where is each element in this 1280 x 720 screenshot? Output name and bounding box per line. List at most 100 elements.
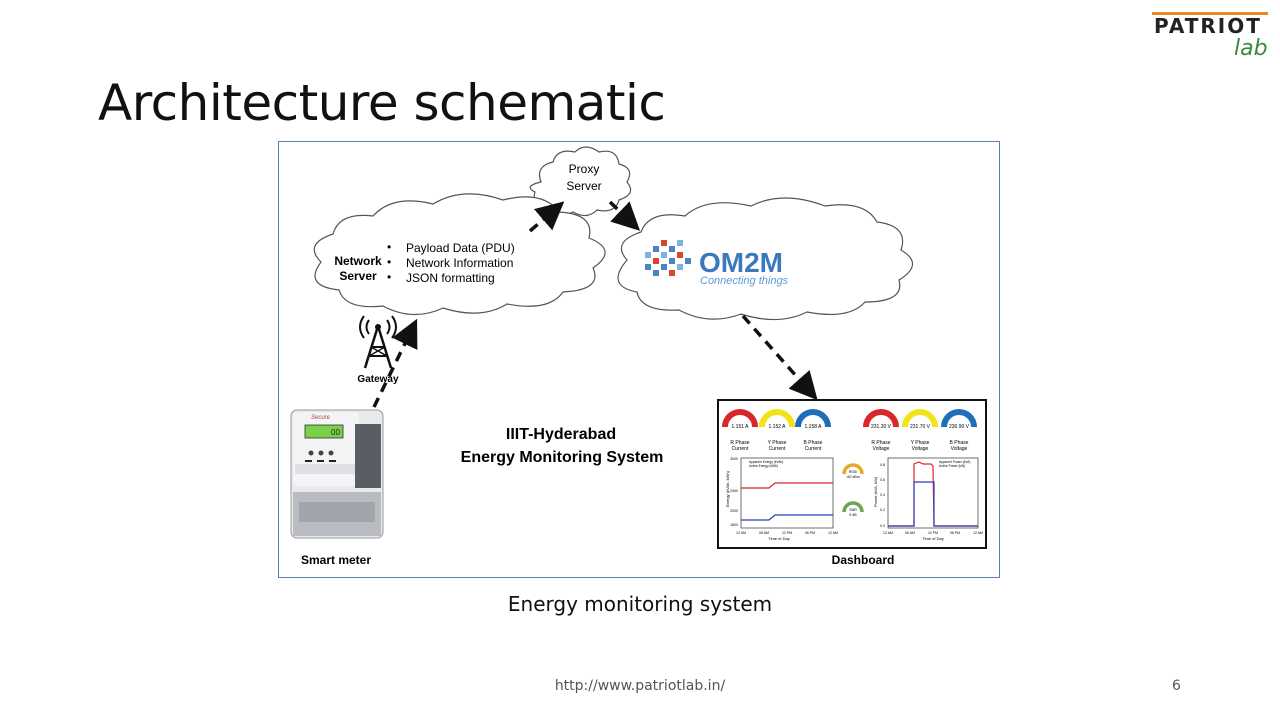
bullet-2: •: [387, 255, 391, 269]
energy-xtick-5: 12 AM: [828, 531, 838, 535]
arrow-proxy-to-om2m: [608, 200, 641, 231]
proxy-label-line1: Proxy: [569, 162, 600, 176]
gauge-label: Current: [805, 446, 822, 452]
page-number: 6: [1172, 678, 1181, 694]
power-xtick-1: 12 AM: [883, 531, 893, 535]
power-chart: Apparent Power (kVA) Active Power (kW) P…: [873, 457, 983, 541]
system-title-line1: IIIT-Hyderabad: [506, 426, 616, 443]
gauge-label: R Phase: [730, 440, 749, 446]
network-server-cloud: Network Server • • • Payload Data (PDU) …: [313, 193, 606, 316]
arrow-network-to-proxy: [528, 201, 565, 233]
gauge-label: Y Phase: [768, 440, 787, 446]
gauge-label: Y Phase: [911, 440, 930, 446]
energy-xtick-2: 06 AM: [759, 531, 769, 535]
energy-xlabel: Time of Day: [768, 536, 789, 541]
power-ylabel: Power (kVA, kW): [873, 476, 878, 507]
arrow-om2m-to-dashboard: [741, 314, 818, 401]
patriot-lab-logo: PATRIOT lab: [1152, 12, 1270, 64]
om2m-tagline: Connecting things: [700, 275, 789, 287]
gauge-value: 1.152 A: [769, 424, 787, 430]
proxy-server-cloud: Proxy Server: [529, 146, 632, 217]
power-xtick-3: 12 PM: [928, 531, 938, 535]
energy-ytick-4: 1800: [730, 523, 738, 527]
meter-lcd: 00: [331, 428, 340, 437]
power-ytick-4: 0.2: [880, 508, 885, 512]
slide-title: Architecture schematic: [98, 74, 666, 132]
power-xtick-5: 12 AM: [973, 531, 983, 535]
logo-accent-bar: [1152, 12, 1268, 15]
power-ytick-3: 0.4: [880, 493, 885, 497]
meter-brand: Secure: [311, 415, 331, 421]
arrow-meter-to-network: [372, 318, 418, 408]
payload-item-1: Payload Data (PDU): [406, 241, 515, 255]
gateway-tower-icon: [359, 315, 397, 369]
network-server-label-line2: Server: [339, 269, 377, 283]
bullet-3: •: [387, 270, 391, 284]
proxy-label-line2: Server: [566, 179, 601, 193]
system-title-line2: Energy Monitoring System: [461, 449, 664, 466]
gauge-arc: [941, 409, 977, 428]
payload-item-2: Network Information: [406, 256, 513, 270]
architecture-diagram: Proxy Server Network Server • • • Payloa…: [290, 146, 987, 567]
network-server-label-line1: Network: [334, 254, 382, 268]
power-xlabel: Time of Day: [922, 536, 943, 541]
gauge-label: R Phase: [871, 440, 890, 446]
gauge-label: B Phase: [804, 440, 823, 446]
gauge-arc: [902, 409, 938, 428]
energy-legend-1: Apparent Energy (kVAh): [749, 460, 783, 464]
gauge-label: Voltage: [912, 446, 929, 452]
dashboard-label: Dashboard: [832, 553, 895, 567]
bullet-1: •: [387, 240, 391, 254]
mini-gauge-value: 9 dB: [849, 513, 857, 517]
power-legend-1: Apparent Power (kVA): [939, 460, 970, 464]
energy-ytick-1: 3000: [730, 457, 738, 461]
mini-gauge-arc: [842, 501, 864, 513]
power-legend-2: Active Power (kW): [939, 464, 965, 468]
power-ytick-5: 0.0: [880, 524, 885, 528]
energy-ytick-2: 2400: [730, 489, 738, 493]
energy-xtick-4: 06 PM: [805, 531, 815, 535]
mini-gauge-value: RSSI: [849, 470, 857, 474]
gauge-arc: [795, 409, 831, 428]
om2m-logo-mosaic: [645, 240, 691, 276]
architecture-figure: Proxy Server Network Server • • • Payloa…: [278, 141, 1000, 578]
gauge-arc: [722, 409, 758, 428]
gauge-arc: [759, 409, 795, 428]
gauge-label: B Phase: [950, 440, 969, 446]
energy-ylabel: Energy (kVAh, kWh): [725, 470, 730, 507]
gauge-value: 1.151 A: [732, 424, 750, 430]
energy-xtick-3: 12 PM: [782, 531, 792, 535]
gauge-label: Voltage: [873, 446, 890, 452]
power-ytick-2: 0.6: [880, 478, 885, 482]
gauge-value: 230.90 V: [949, 424, 970, 430]
mini-gauge-value: SNR: [849, 508, 857, 512]
gauge-label: Current: [769, 446, 786, 452]
energy-ytick-3: 2000: [730, 509, 738, 513]
mini-gauge-value: -60 dBm: [846, 475, 860, 479]
gateway-label: Gateway: [357, 374, 399, 385]
om2m-cloud: OM2M Connecting things: [617, 197, 914, 321]
gauge-value: 1.158 A: [805, 424, 823, 430]
mini-gauge-1: RSSI-60 dBm: [842, 463, 864, 479]
logo-text-patriot: PATRIOT: [1154, 14, 1262, 38]
power-xtick-2: 06 AM: [905, 531, 915, 535]
logo-text-lab: lab: [1234, 36, 1268, 61]
payload-item-3: JSON formatting: [406, 271, 495, 285]
gauge-arc: [863, 409, 899, 428]
mini-gauge-arc: [842, 463, 864, 475]
figure-caption: Energy monitoring system: [507, 592, 773, 616]
smart-meter-label: Smart meter: [301, 553, 371, 567]
smart-meter-image: 00 Secure: [290, 409, 384, 539]
gauge-label: Voltage: [951, 446, 968, 452]
gauge-value: 231.30 V: [871, 424, 892, 430]
